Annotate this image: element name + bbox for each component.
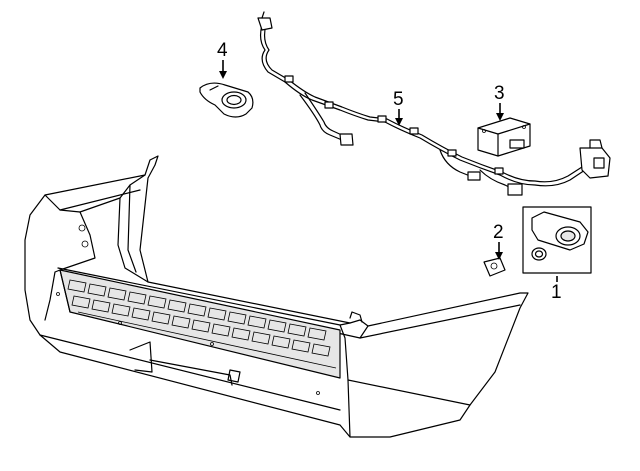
part-1-parking-sensor	[522, 206, 592, 274]
part-5-wiring-harness	[257, 11, 611, 196]
callout-2: 2	[493, 222, 504, 260]
callout-4: 4	[217, 40, 228, 79]
arrowhead-3	[496, 113, 504, 121]
callout-4-label: 4	[217, 40, 228, 61]
bumper-cover	[24, 155, 529, 438]
arrowhead-4	[219, 71, 227, 79]
callout-5-label: 5	[393, 89, 404, 110]
part-3-control-module	[477, 117, 531, 157]
part-4-sensor-retainer	[199, 82, 254, 118]
callout-3: 3	[494, 83, 505, 121]
part-2-clip	[483, 257, 506, 277]
callout-2-label: 2	[493, 222, 504, 243]
arrowhead-2	[495, 252, 503, 260]
callout-3-label: 3	[494, 83, 505, 104]
callout-5: 5	[393, 89, 404, 126]
callout-1-label: 1	[551, 282, 562, 303]
callout-1: 1	[551, 276, 562, 303]
arrowhead-5	[395, 118, 403, 126]
step-pad-ribs	[67, 279, 337, 369]
